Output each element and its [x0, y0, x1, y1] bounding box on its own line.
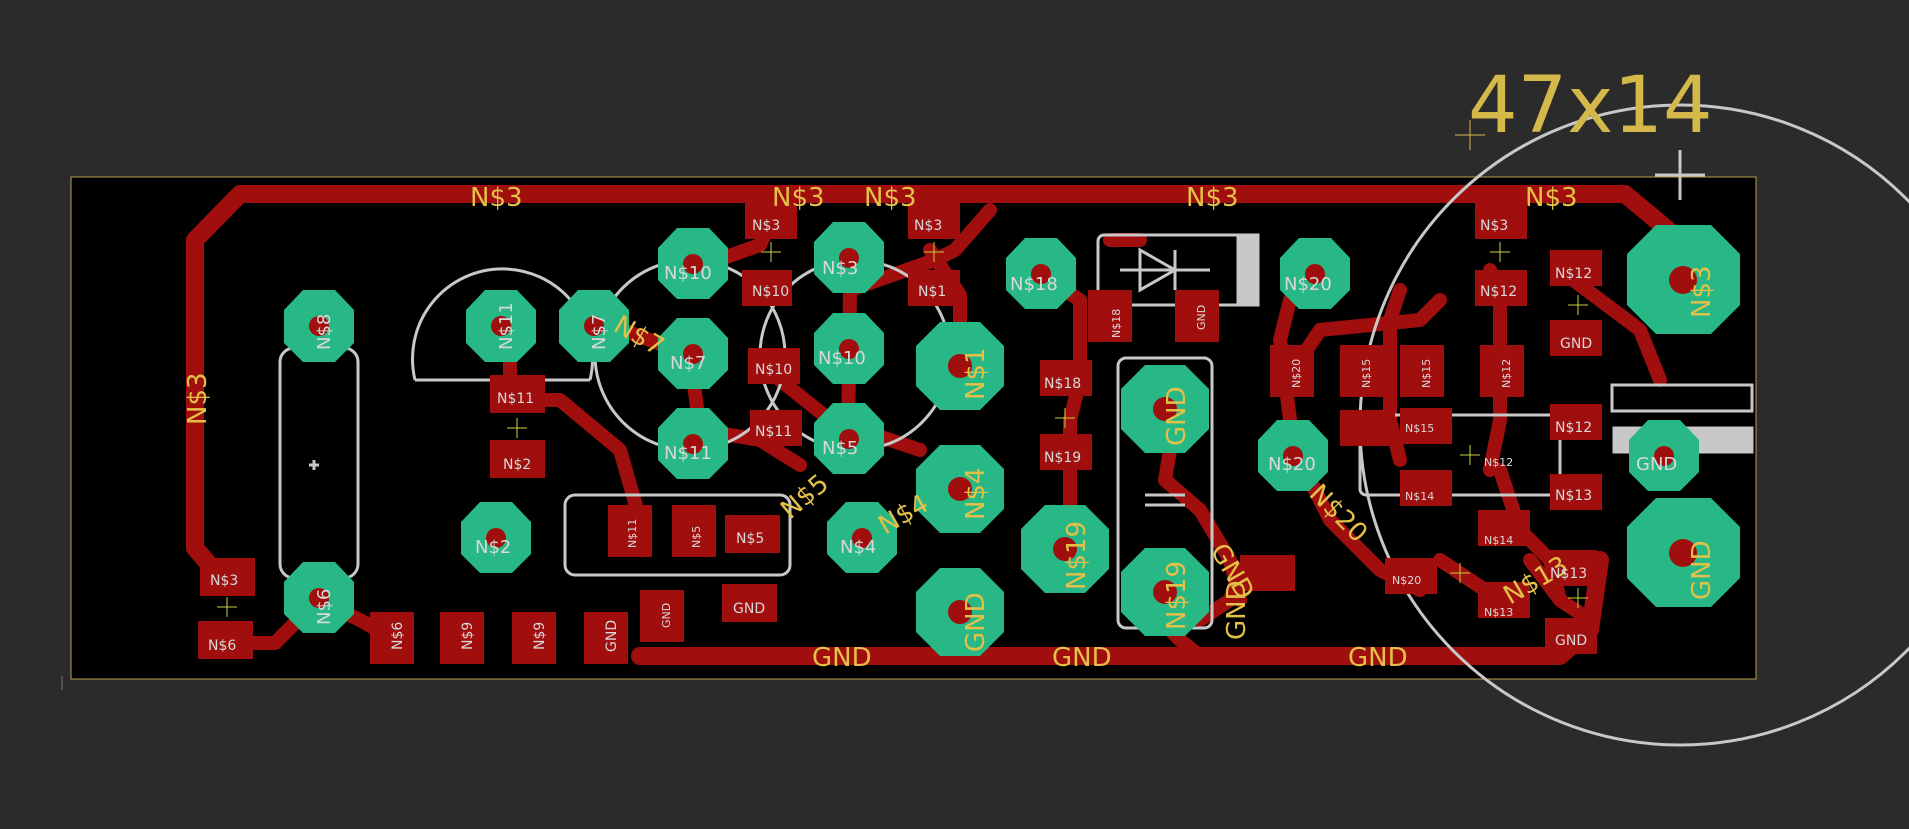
smd-label: N$3: [1480, 218, 1508, 234]
smd-label: N$12: [1555, 266, 1592, 282]
smd-label: N$19: [1044, 450, 1081, 466]
smd-label: N$13: [1555, 488, 1592, 504]
net-label: N$3: [1525, 183, 1578, 213]
smd-label: N$11: [497, 391, 534, 407]
smd-rot-label: N$20: [1290, 359, 1303, 388]
pad-label: N$10: [818, 348, 866, 369]
big-pad-label: N$1: [961, 347, 991, 400]
smd-rot-label: GND: [604, 620, 620, 652]
pad-label: N$8: [314, 314, 335, 350]
pad-label: N$3: [822, 258, 858, 279]
smd-label: N$14: [1484, 534, 1513, 547]
smd-rot-label: N$18: [1110, 309, 1123, 338]
smd-label: N$12: [1480, 284, 1517, 300]
pad-label: N$4: [840, 537, 876, 558]
pad-label: N$10: [664, 263, 712, 284]
pad-label: N$7: [670, 353, 706, 374]
big-pad-label: N$19: [1062, 521, 1092, 590]
pad-label: N$7: [589, 314, 610, 350]
pad-label: N$18: [1010, 274, 1058, 295]
origin-crosshairs: [217, 242, 1588, 617]
pad-label: N$20: [1268, 454, 1316, 475]
smd-label: GND: [1555, 633, 1587, 649]
smd-rot-label: N$5: [690, 526, 703, 548]
net-label: GND: [1222, 580, 1252, 640]
pad-label: N$11: [664, 443, 712, 464]
smd-label: N$10: [752, 284, 789, 300]
pad-label: GND: [1636, 454, 1677, 475]
smd-label: N$13: [1550, 566, 1587, 582]
big-pad-label: N$4: [961, 467, 991, 520]
smd-label: N$5: [736, 531, 764, 547]
net-label: N$3: [183, 372, 213, 425]
smd-label: N$11: [755, 424, 792, 440]
smd-label: N$20: [1392, 574, 1421, 587]
smd-rot-label: N$11: [626, 519, 639, 548]
smd-rot-label: GND: [660, 603, 673, 628]
pad-label: N$6: [314, 589, 335, 625]
net-label: N$3: [772, 183, 825, 213]
net-label: N$3: [470, 183, 523, 213]
smd-label: N$2: [503, 457, 531, 473]
net-label: GND: [1052, 643, 1112, 673]
smd-rot-label: N$9: [460, 622, 476, 650]
pad-label: N$20: [1284, 274, 1332, 295]
pad-label: N$11: [496, 302, 517, 350]
smd-label: N$3: [210, 573, 238, 589]
big-pad-label: N$3: [1687, 265, 1717, 318]
smd-rot-label: N$15: [1360, 359, 1373, 388]
big-pad-label: GND: [961, 592, 991, 652]
smd-rot-label: N$15: [1420, 359, 1433, 388]
drill-holes: [309, 248, 1697, 624]
net-label: N$3: [864, 183, 917, 213]
smd-label: N$12: [1555, 420, 1592, 436]
smd-label: GND: [1560, 336, 1592, 352]
smd-label: N$3: [914, 218, 942, 234]
smd-rot-label: GND: [1195, 305, 1208, 330]
smd-label: N$3: [752, 218, 780, 234]
smd-label: N$14: [1405, 490, 1434, 503]
smd-label: N$15: [1405, 422, 1434, 435]
pad-label: N$5: [822, 438, 858, 459]
smd-label: N$6: [208, 638, 236, 654]
net-label: GND: [812, 643, 872, 673]
big-pad-label: N$19: [1162, 561, 1192, 630]
board-size-label: 47x14: [1468, 61, 1713, 151]
smd-rot-label: N$6: [390, 622, 406, 650]
smd-rot-label: N$9: [532, 622, 548, 650]
smd-rot-label: N$12: [1500, 359, 1513, 388]
smd-label: GND: [733, 601, 765, 617]
smd-label: N$12: [1484, 456, 1513, 469]
pad-label: N$2: [475, 537, 511, 558]
smd-label: N$13: [1484, 606, 1513, 619]
net-label: GND: [1348, 643, 1408, 673]
big-pad-label: GND: [1162, 386, 1192, 446]
smd-label: N$18: [1044, 376, 1081, 392]
smd-label: N$1: [918, 284, 946, 300]
big-pad-label: GND: [1687, 540, 1717, 600]
smd-pads: [198, 203, 1602, 664]
net-label: N$3: [1186, 183, 1239, 213]
smd-label: N$10: [755, 362, 792, 378]
